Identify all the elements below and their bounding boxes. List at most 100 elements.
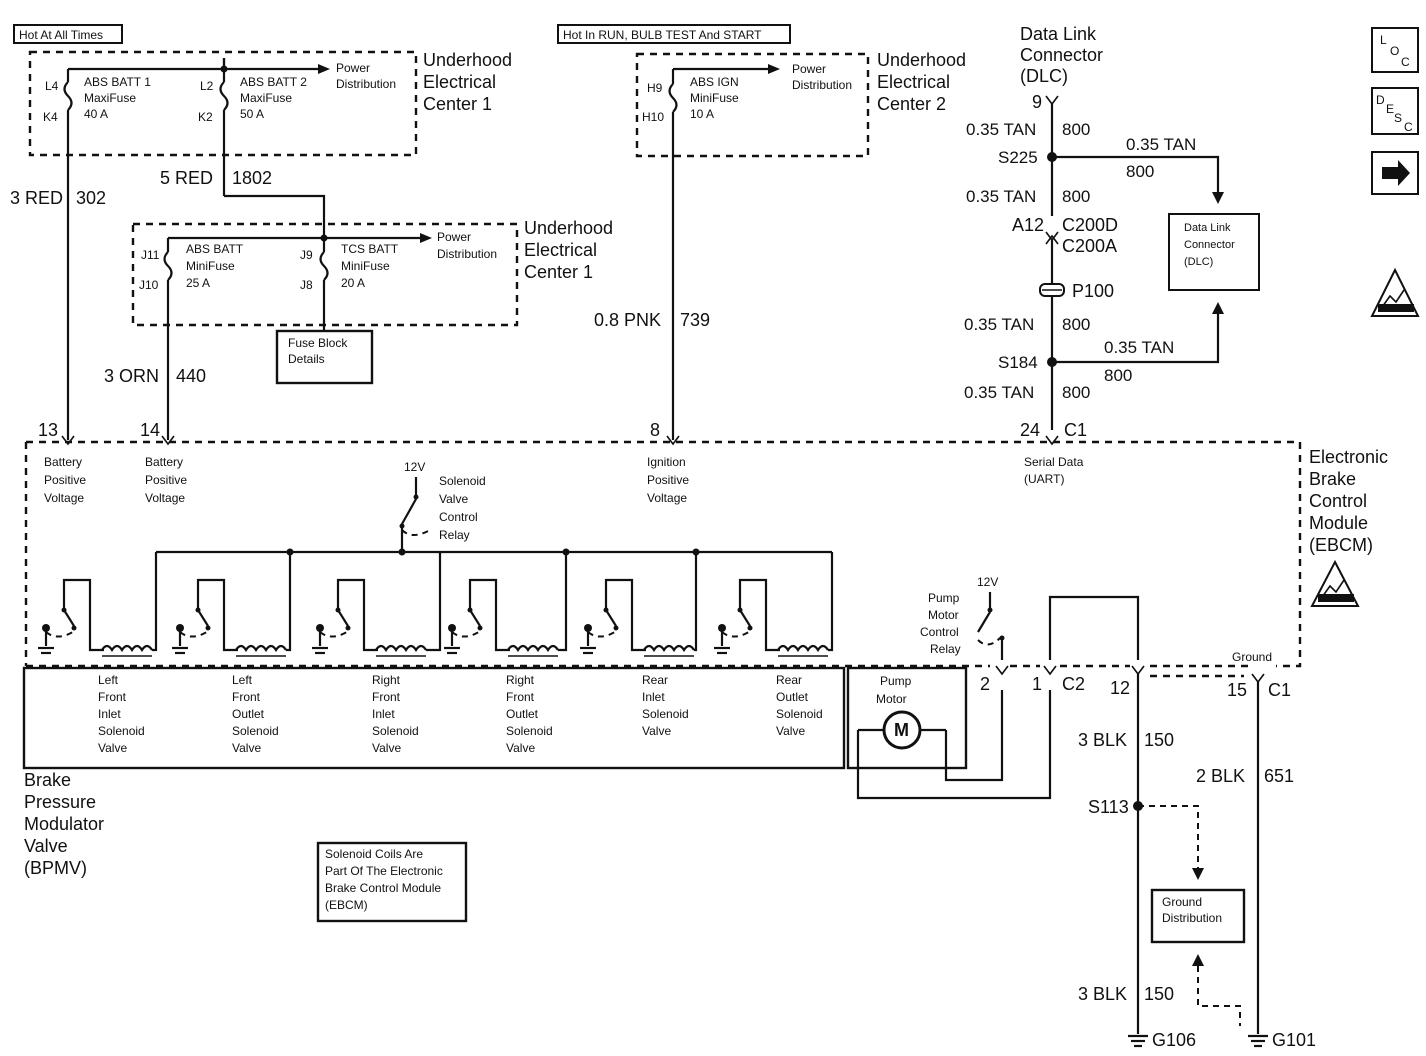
valve-label-1: Front <box>98 690 127 704</box>
fuse-block-details-box[interactable]: Fuse Block Details <box>275 325 374 385</box>
svg-text:Voltage: Voltage <box>145 491 185 505</box>
pin-8: 8 <box>650 420 660 440</box>
esd-warning-icon <box>1310 559 1360 607</box>
svg-text:MaxiFuse: MaxiFuse <box>84 91 136 105</box>
underhood-electrical-center-2: Underhood Electrical Center 2 H9 H10 ABS… <box>635 50 966 440</box>
hot-at-all-times-label: Hot At All Times <box>13 24 123 44</box>
svg-text:(BPMV): (BPMV) <box>24 858 87 878</box>
wire-800-gauge: 0.35 TAN <box>964 383 1034 402</box>
svg-text:H10: H10 <box>642 110 664 124</box>
splice-s113: S113 <box>1088 797 1129 817</box>
svg-text:Brake: Brake <box>24 770 71 790</box>
splice-s184: S184 <box>998 353 1038 372</box>
svg-text:L4: L4 <box>45 79 59 93</box>
svg-text:MiniFuse: MiniFuse <box>690 91 739 105</box>
svg-text:Center 1: Center 1 <box>524 262 593 282</box>
wire-440-gauge: 3 ORN <box>104 366 159 386</box>
solenoid-coil-6 <box>714 552 834 657</box>
motor-icon: M <box>894 720 909 740</box>
valve-label-3: Front <box>372 690 401 704</box>
svg-text:Relay: Relay <box>439 528 470 542</box>
svg-text:K2: K2 <box>198 110 213 124</box>
valve-label-1: Inlet <box>98 707 121 721</box>
svg-text:Valve: Valve <box>24 836 68 856</box>
wire-800-number: 800 <box>1104 366 1132 385</box>
data-link-connector: Data Link Connector (DLC) 9 <box>1020 24 1103 216</box>
ground-distribution-box[interactable]: Ground Distribution <box>1150 888 1246 944</box>
svg-text:P100: P100 <box>1072 281 1114 301</box>
svg-text:Module: Module <box>1309 513 1368 533</box>
svg-text:Power: Power <box>437 230 471 244</box>
svg-text:9: 9 <box>1032 92 1042 112</box>
wire-800-gauge: 0.35 TAN <box>964 315 1034 334</box>
solenoid-note-box: Solenoid Coils Are Part Of The Electroni… <box>316 841 468 923</box>
valve-label-group: LeftFrontInletSolenoidValveLeftFrontOutl… <box>98 673 823 755</box>
svg-text:ABS BATT 1: ABS BATT 1 <box>84 75 151 89</box>
bpmv-module: Brake Pressure Modulator Valve (BPMV) <box>22 666 968 878</box>
valve-label-4: Outlet <box>506 707 539 721</box>
dlc-box[interactable]: Data Link Connector (DLC) <box>1168 213 1260 291</box>
connector-c1-bottom: C1 <box>1268 680 1291 700</box>
svg-text:ABS IGN: ABS IGN <box>690 75 739 89</box>
loc-button[interactable]: L O C <box>1371 27 1419 73</box>
svg-text:Positive: Positive <box>44 473 86 487</box>
wire-800-number: 800 <box>1062 120 1090 139</box>
valve-label-6: Solenoid <box>776 707 823 721</box>
wire-150-gauge: 3 BLK <box>1078 730 1127 750</box>
valve-label-2: Outlet <box>232 707 265 721</box>
ground-icon <box>1128 1034 1148 1048</box>
svg-text:MiniFuse: MiniFuse <box>186 259 235 273</box>
svg-text:Pump: Pump <box>880 674 912 688</box>
svg-text:MiniFuse: MiniFuse <box>341 259 390 273</box>
valve-label-3: Valve <box>372 741 401 755</box>
desc-button[interactable]: D E S C <box>1371 87 1419 135</box>
svg-text:Hot In RUN, BULB TEST And STAR: Hot In RUN, BULB TEST And START <box>563 28 762 42</box>
svg-text:MaxiFuse: MaxiFuse <box>240 91 292 105</box>
valve-label-6: Rear <box>776 673 802 687</box>
wire-800-gauge: 0.35 TAN <box>966 120 1036 139</box>
svg-text:Underhood: Underhood <box>423 50 512 70</box>
svg-text:Positive: Positive <box>145 473 187 487</box>
svg-text:Pressure: Pressure <box>24 792 96 812</box>
solenoid-coil-4 <box>444 552 568 657</box>
svg-text:Positive: Positive <box>647 473 689 487</box>
svg-text:Distribution: Distribution <box>437 247 497 261</box>
fuse-icon <box>668 83 678 113</box>
wire-1802-number: 1802 <box>232 168 272 188</box>
svg-text:12V: 12V <box>977 575 998 589</box>
arrow-right-icon <box>1382 160 1410 186</box>
splice-s225: S225 <box>998 148 1038 167</box>
valve-label-1: Solenoid <box>98 724 145 738</box>
connector-c200a: C200A <box>1062 236 1117 256</box>
svg-text:Ground: Ground <box>1162 895 1202 909</box>
svg-text:Connector: Connector <box>1184 239 1235 251</box>
svg-text:J8: J8 <box>300 278 313 292</box>
valve-label-5: Inlet <box>642 690 665 704</box>
svg-text:10 A: 10 A <box>690 107 714 121</box>
solenoid-coil-1 <box>38 552 158 657</box>
solenoid-coil-5 <box>580 552 698 657</box>
svg-text:(DLC): (DLC) <box>1020 66 1068 86</box>
valve-label-3: Solenoid <box>372 724 419 738</box>
wire-1802-gauge: 5 RED <box>160 168 213 188</box>
pin-24: 24 <box>1020 420 1040 440</box>
svg-text:Control: Control <box>439 510 478 524</box>
valve-label-4: Front <box>506 690 535 704</box>
wire-800-number: 800 <box>1062 187 1090 206</box>
underhood-electrical-center-1-mid: Underhood Electrical Center 1 J11 J10 J9… <box>131 218 613 440</box>
underhood-electrical-center-1-top: Underhood Electrical Center 1 L4 K4 L2 K… <box>28 50 512 440</box>
svg-text:ABS BATT: ABS BATT <box>186 242 244 256</box>
valve-label-3: Right <box>372 673 401 687</box>
connector-c1-top: C1 <box>1064 420 1087 440</box>
valve-label-2: Left <box>232 673 253 687</box>
wire-800-gauge: 0.35 TAN <box>1104 338 1174 357</box>
svg-text:12V: 12V <box>404 460 425 474</box>
wire-302-gauge: 3 RED <box>10 188 63 208</box>
valve-label-2: Front <box>232 690 261 704</box>
svg-text:O: O <box>1390 44 1399 58</box>
next-arrow-button[interactable] <box>1371 151 1419 195</box>
svg-text:J10: J10 <box>139 278 159 292</box>
esd-warning-icon <box>1370 267 1420 317</box>
svg-text:Power: Power <box>336 61 370 75</box>
svg-text:Pump: Pump <box>928 591 960 605</box>
